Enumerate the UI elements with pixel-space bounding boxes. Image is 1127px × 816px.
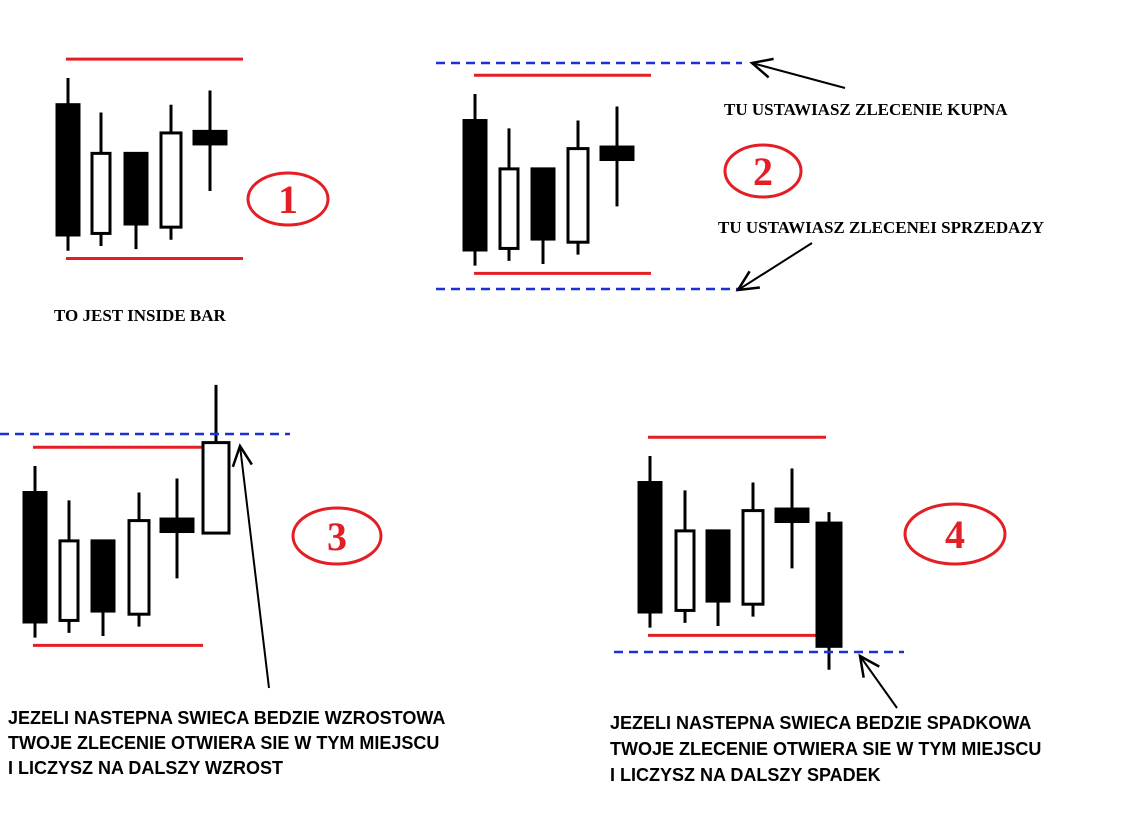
caption-line: TWOJE ZLECENIE OTWIERA SIE W TYM MIEJSCU [8,733,440,753]
panel-4: 4 [614,435,1007,670]
caption-line: JEZELI NASTEPNA SWIECA BEDZIE WZROSTOWA [8,708,446,728]
bullish-entry-arrow-head [231,443,253,468]
bearish-candle [530,167,556,241]
bullish-candle [159,131,183,229]
buy-order-arrow [751,62,846,89]
panel-number-badge [291,506,383,566]
panel-number-badge [246,171,330,227]
bearish-breakout-caption: JEZELI NASTEPNA SWIECA BEDZIE SPADKOWA T… [610,710,1041,788]
buy-order-caption: TU USTAWIASZ ZLECENIE KUPNA [724,100,1008,119]
bearish-candle [22,491,48,624]
panel-2: 2 [436,61,803,291]
annotation-arrows [231,57,898,709]
sell-order-arrow [737,242,813,291]
bullish-candle [127,519,151,616]
caption-line: I LICZYSZ NA DALSZY SPADEK [610,765,881,785]
bearish-candle [774,507,810,524]
sell-order-caption: TU USTAWIASZ ZLECENEI SPRZEDAZY [718,218,1045,237]
bearish-candle [815,521,843,648]
bearish-entry-arrow-head [858,653,880,678]
panel-number: 4 [945,512,965,557]
bearish-candle [192,129,228,146]
caption-line: I LICZYSZ NA DALSZY WZROST [8,758,283,778]
bearish-candle [599,145,635,162]
bearish-candle [462,119,488,252]
bearish-candle [705,529,731,603]
caption-line: TWOJE ZLECENIE OTWIERA SIE W TYM MIEJSCU [610,739,1042,759]
bullish-breakout-caption: JEZELI NASTEPNA SWIECA BEDZIE WZROSTOWA … [8,706,445,781]
buy-order-arrow-head [749,57,774,79]
bearish-candle [90,539,116,613]
bullish-entry-arrow [239,445,270,689]
panel-number: 2 [753,149,773,194]
bearish-candle [123,151,149,226]
bullish-candle [90,151,112,235]
inside-bar-caption: TO JEST INSIDE BAR [54,306,226,326]
bullish-candle [58,539,80,622]
bearish-entry-arrow [859,655,898,709]
bearish-candle [637,481,663,614]
caption-line: JEZELI NASTEPNA SWIECA BEDZIE SPADKOWA [610,713,1032,733]
sell-order-arrow-head [735,270,760,292]
panel-3: 3 [0,384,383,647]
bullish-candle [201,441,231,535]
bullish-candle [498,167,520,250]
panel-number-badge [903,502,1007,566]
bullish-candle [741,509,765,606]
bearish-candle [159,517,195,534]
bullish-candle [674,529,696,612]
bearish-candle [55,103,81,237]
panel-1: 1 [55,57,330,261]
panel-number-badge [723,143,803,199]
panel-number: 3 [327,514,347,559]
caption-line: TO JEST INSIDE BAR [54,306,226,325]
bullish-candle [566,147,590,244]
panel-number: 1 [278,177,298,222]
